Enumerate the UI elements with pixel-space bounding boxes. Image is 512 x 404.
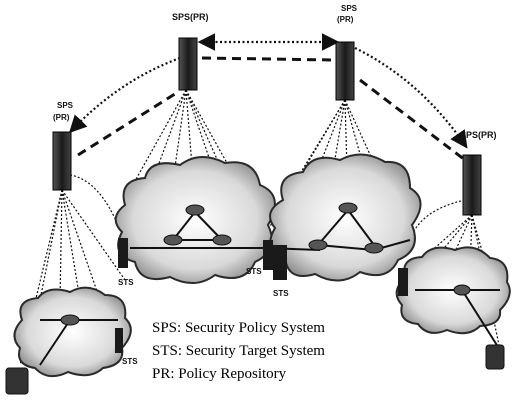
router-icon xyxy=(185,204,205,216)
legend: SPS: Security Policy System STS: Securit… xyxy=(152,320,325,382)
router-icon xyxy=(364,242,384,254)
sts-label: STS xyxy=(122,357,138,366)
cloud-network-center-right xyxy=(269,153,422,282)
sts-device-icon xyxy=(273,245,287,280)
sps-server-icon xyxy=(178,37,198,91)
sps-label-top-left: SPS(PR) xyxy=(172,12,209,22)
sts-devices xyxy=(115,238,408,353)
sps-links xyxy=(68,33,468,162)
sps-servers xyxy=(52,37,482,216)
link-sps-left-dashed xyxy=(77,90,179,157)
link-sps-right xyxy=(354,47,468,149)
sts-device-icon xyxy=(115,328,123,353)
sps-label-left-1: SPS xyxy=(57,101,74,110)
sps-server-icon xyxy=(335,41,355,101)
host-icon xyxy=(5,367,29,395)
legend-sts: STS: Security Target System xyxy=(152,343,325,359)
link-sps-right-dashed xyxy=(359,78,466,162)
sts-device-icon xyxy=(118,238,128,268)
sts-device-icon xyxy=(398,268,408,296)
sps-label-right: SPS(PR) xyxy=(460,130,497,140)
link-sps-left xyxy=(68,56,181,134)
sps-label-left-2: (PR) xyxy=(53,113,70,122)
sps-label-top-right-2: (PR) xyxy=(337,15,354,24)
cloud-network-left xyxy=(13,286,132,378)
router-icon xyxy=(60,314,80,326)
legend-sps: SPS: Security Policy System xyxy=(152,320,325,336)
router-icon xyxy=(212,234,232,246)
legend-pr: PR: Policy Repository xyxy=(152,366,287,382)
router-icon xyxy=(453,284,471,296)
cloud-network-center-left xyxy=(114,156,276,284)
sts-label: STS xyxy=(273,289,289,298)
sps-server-icon xyxy=(52,131,72,191)
sts-label: STS xyxy=(246,267,262,276)
routers xyxy=(60,202,471,326)
router-icon xyxy=(308,239,328,251)
link-sps-top-dashed xyxy=(201,56,336,62)
host-icon xyxy=(485,344,505,370)
sts-device-icon xyxy=(263,240,273,270)
sps-label-top-right-1: SPS xyxy=(341,4,358,13)
router-icon xyxy=(163,234,183,246)
sts-label: STS xyxy=(118,278,134,287)
sps-server-icon xyxy=(462,154,482,216)
host-servers xyxy=(5,344,505,395)
router-icon xyxy=(338,202,358,214)
